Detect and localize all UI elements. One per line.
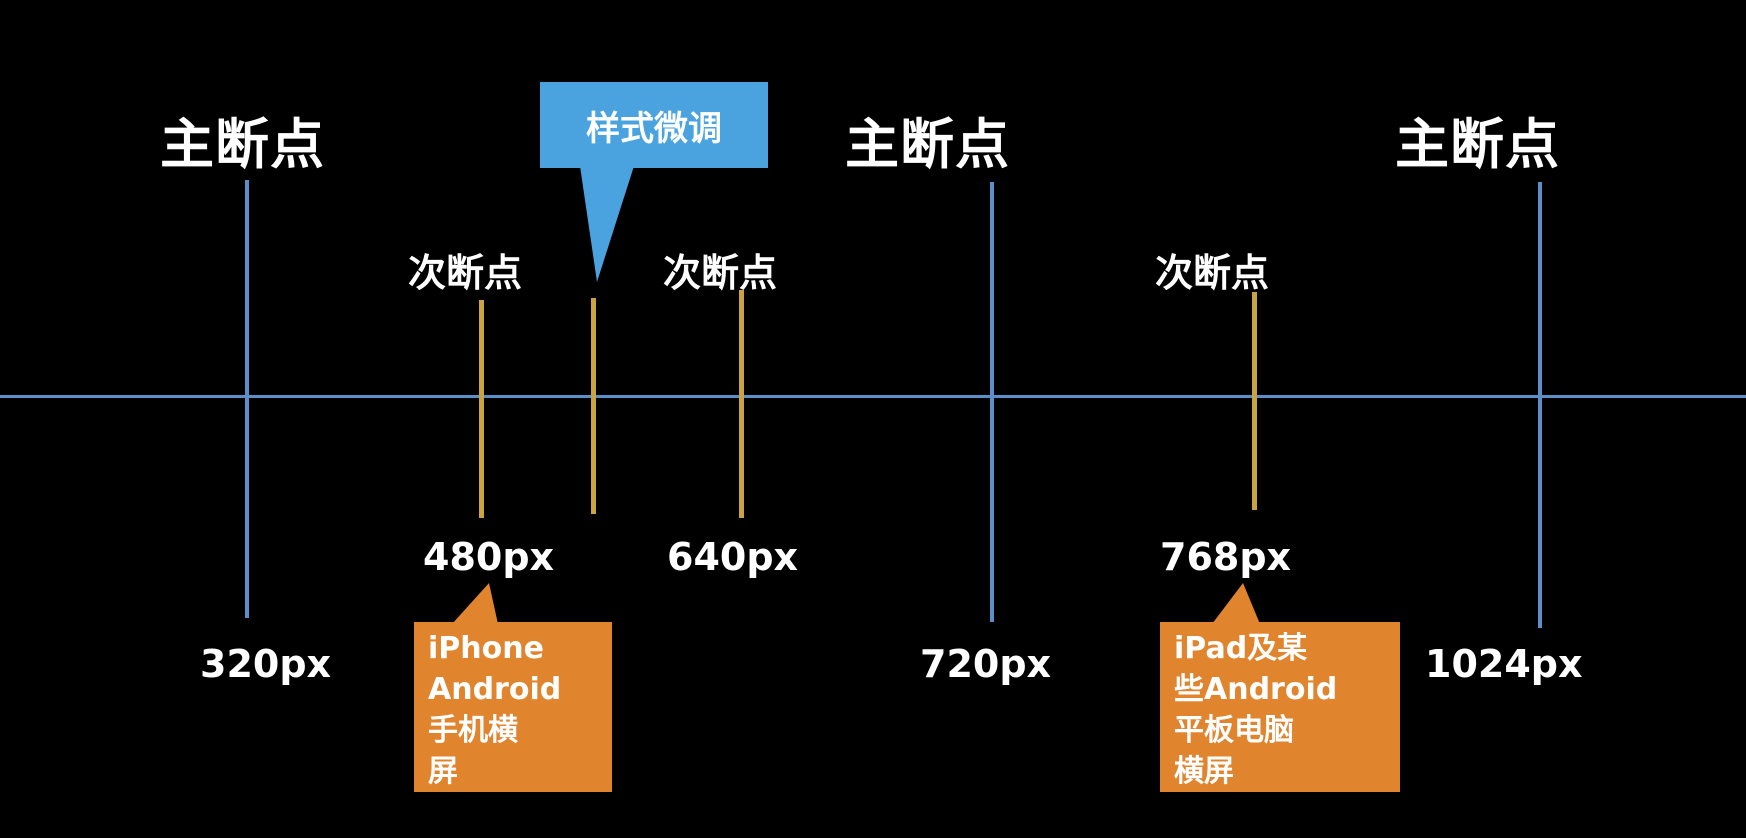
minor-breakpoint-value: 768px: [1160, 535, 1292, 579]
style-tweak-line: [591, 298, 596, 514]
timeline-axis: [0, 395, 1746, 398]
minor-breakpoint-line-768: [1252, 292, 1257, 510]
minor-breakpoint-line-640: [739, 290, 744, 518]
minor-breakpoint-line-480: [479, 300, 484, 518]
minor-breakpoint-label: 次断点: [1155, 251, 1270, 295]
style-tweak-callout: 样式微调: [540, 82, 768, 168]
style-tweak-pointer: [580, 166, 634, 282]
major-breakpoint-label: 主断点: [1395, 113, 1560, 176]
minor-breakpoint-label: 次断点: [408, 251, 523, 295]
major-breakpoint-line-320: [245, 180, 249, 618]
phone-callout-pointer: [452, 583, 498, 624]
major-breakpoint-value: 1024px: [1425, 642, 1583, 686]
major-breakpoint-label: 主断点: [845, 113, 1010, 176]
major-breakpoint-value: 720px: [920, 642, 1052, 686]
minor-breakpoint-label: 次断点: [663, 251, 778, 295]
minor-breakpoint-value: 480px: [423, 535, 555, 579]
minor-breakpoint-value: 640px: [667, 535, 799, 579]
tablet-landscape-callout: iPad及某 些Android 平板电脑 横屏: [1160, 622, 1400, 792]
tablet-callout-pointer: [1212, 583, 1260, 624]
major-breakpoint-label: 主断点: [160, 113, 325, 176]
major-breakpoint-line-1024: [1538, 182, 1542, 628]
major-breakpoint-value: 320px: [200, 642, 332, 686]
phone-landscape-callout: iPhone Android 手机横 屏: [414, 622, 612, 792]
major-breakpoint-line-720: [990, 182, 994, 622]
